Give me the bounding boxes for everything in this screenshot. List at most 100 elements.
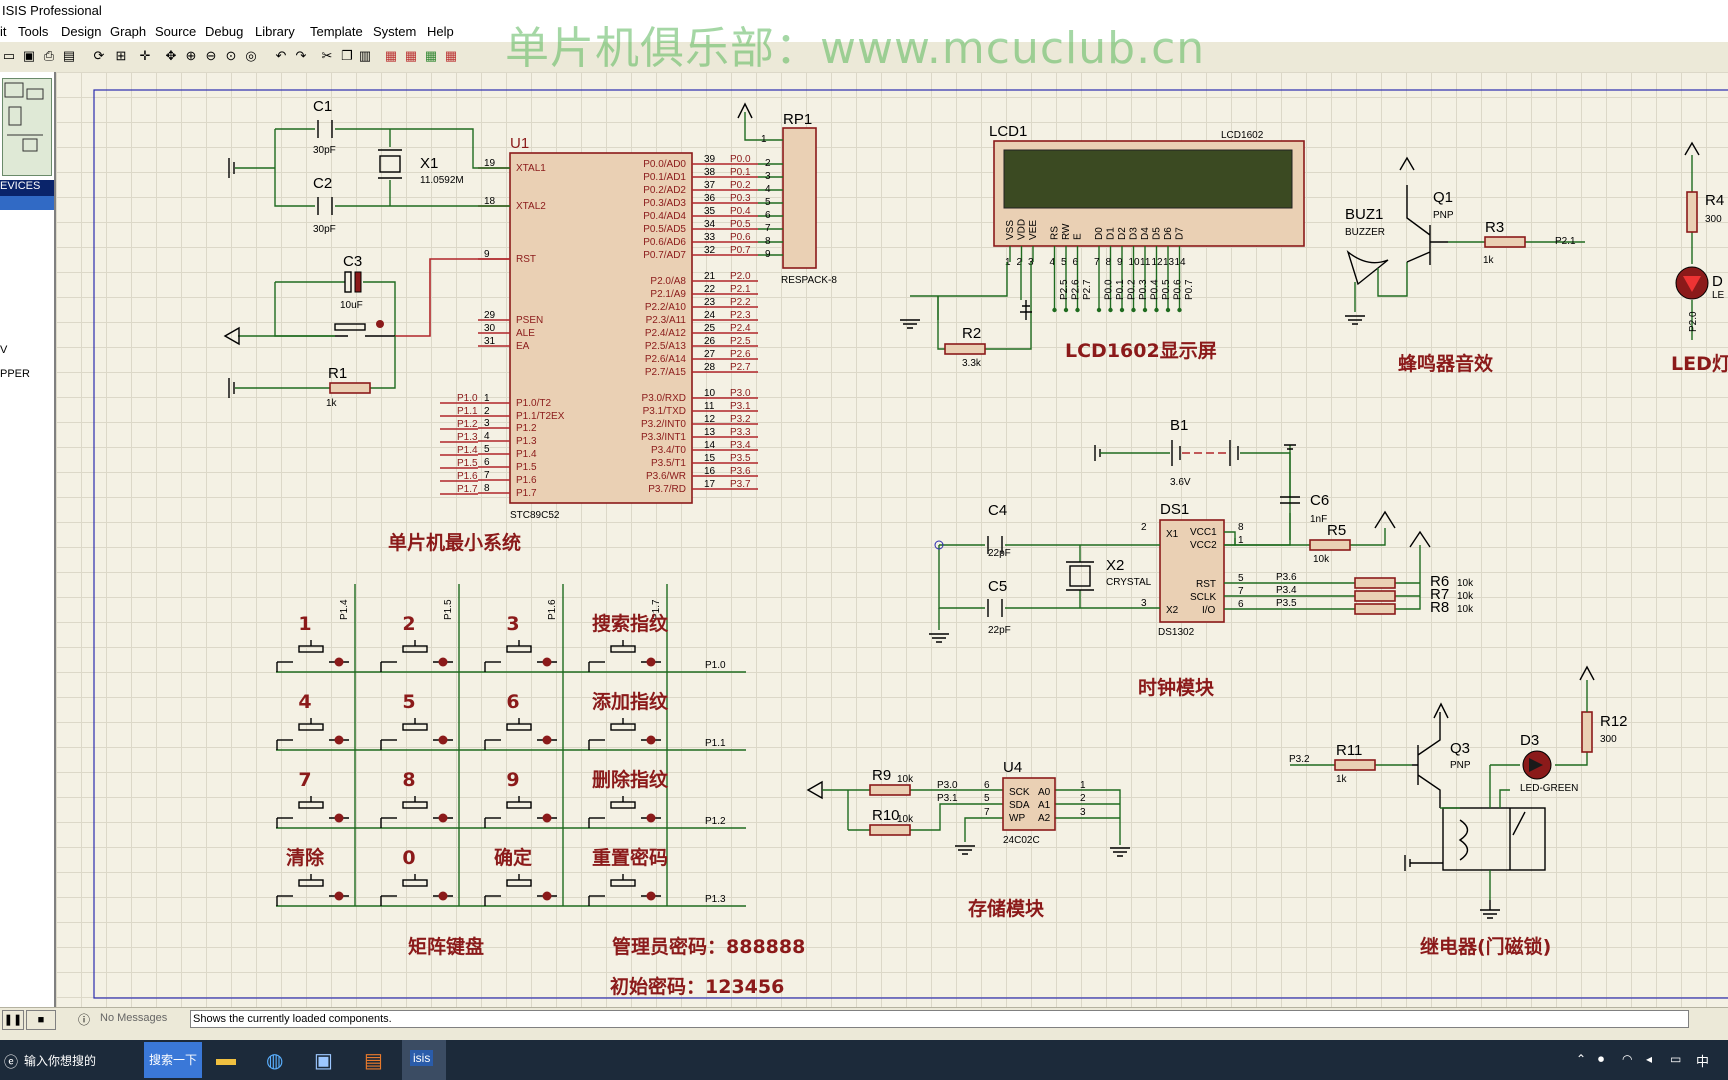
zoom-out-icon[interactable]: ⊖ <box>205 48 217 63</box>
q3-part: PNP <box>1450 760 1471 771</box>
keypad-key[interactable]: 添加指纹 <box>588 690 669 750</box>
port-label: P0.3 <box>730 193 751 204</box>
block-move-icon[interactable]: ▦ <box>404 48 418 63</box>
lcd-net-label: P0.4 <box>1150 279 1161 300</box>
keypad-key[interactable]: 5 <box>380 691 453 750</box>
block-rotate-icon[interactable]: ▦ <box>424 48 438 63</box>
keypad-key[interactable]: 0 <box>380 847 453 906</box>
zoom-in-icon[interactable]: ⊕ <box>185 48 197 63</box>
keypad-key[interactable]: 删除指纹 <box>588 768 669 828</box>
info-icon: ⓘ <box>78 1013 91 1027</box>
q1-part: PNP <box>1433 210 1454 221</box>
save-icon[interactable]: ▣ <box>22 48 36 63</box>
undo-icon[interactable]: ↶ <box>275 48 287 63</box>
block-copy-icon[interactable]: ▦ <box>384 48 398 63</box>
menu-tools[interactable]: Tools <box>18 24 49 39</box>
refresh-icon[interactable]: ⟳ <box>93 48 105 63</box>
led-circuit: R4 300 D LE P2.0 <box>1675 141 1725 340</box>
keypad-key[interactable]: 2 <box>380 613 453 672</box>
mcu-pin-number: 34 <box>704 219 716 230</box>
keypad-key[interactable]: 确定 <box>484 846 557 906</box>
lcd-pin-number: 1 <box>1005 257 1011 268</box>
keypad-key[interactable]: 搜索指纹 <box>588 612 669 672</box>
tray-mic-icon[interactable]: ⏺ <box>1598 1052 1605 1066</box>
cut-icon[interactable]: ✂ <box>321 48 333 63</box>
menu-debug[interactable]: Debug <box>205 24 244 39</box>
folder-icon[interactable]: ▬ <box>216 1048 236 1070</box>
port-label: P1.7 <box>457 484 478 495</box>
keypad-key[interactable]: 7 <box>276 769 349 828</box>
menu-design[interactable]: Design <box>61 24 102 39</box>
menu-graph[interactable]: Graph <box>110 24 147 39</box>
photo-app-icon[interactable]: ▣ <box>314 1050 333 1072</box>
overview-window[interactable] <box>2 78 52 176</box>
taskbar-search-button[interactable]: 搜索一下 <box>144 1042 202 1078</box>
mcu-body <box>509 152 693 504</box>
menu-template[interactable]: Template <box>310 24 363 39</box>
taskbar-search-input[interactable]: 输入你想搜的 <box>24 1054 97 1068</box>
lcd-net-dot <box>1142 307 1148 313</box>
u4-body <box>1002 777 1056 831</box>
messages-status[interactable]: No Messages <box>100 1012 168 1024</box>
keypad-key[interactable]: 8 <box>380 769 453 828</box>
block-delete-icon[interactable]: ▦ <box>444 48 458 63</box>
keypad-key[interactable]: 9 <box>484 769 557 828</box>
menu-library[interactable]: Library <box>255 24 295 39</box>
keypad-key[interactable]: 重置密码 <box>588 846 668 906</box>
keypad-key[interactable]: 6 <box>484 691 557 750</box>
mcu-pin-name: P2.2/A10 <box>645 302 687 313</box>
search-app-icon[interactable]: ◍ <box>266 1050 284 1072</box>
lcd-net-dot <box>1119 307 1125 313</box>
pan-icon[interactable]: ✥ <box>165 48 177 63</box>
media-app-icon[interactable]: ▤ <box>364 1050 383 1072</box>
print-icon[interactable]: ⎙ <box>43 48 55 63</box>
menu-help[interactable]: Help <box>427 24 454 39</box>
menu-edit[interactable]: it <box>0 24 7 39</box>
u4-pin: SCK <box>1009 787 1030 798</box>
keypad-key-label: 重置密码 <box>592 846 668 869</box>
zoom-area-icon[interactable]: ◎ <box>245 48 257 63</box>
keypad-key-label: 3 <box>506 613 519 635</box>
browser-icon[interactable]: ⓔ <box>4 1054 18 1070</box>
origin-icon[interactable]: ✛ <box>139 48 151 63</box>
keypad-row-net: P1.3 <box>705 894 726 905</box>
tray-network-icon[interactable]: ◠ <box>1622 1052 1633 1066</box>
menu-source[interactable]: Source <box>155 24 197 39</box>
tray-chevron-icon[interactable]: ⌃ <box>1576 1052 1587 1066</box>
rp1-pin-number: 4 <box>765 184 771 195</box>
zoom-all-icon[interactable]: ⊙ <box>225 48 237 63</box>
paste-icon[interactable]: ▥ <box>358 48 372 63</box>
keypad-key[interactable]: 3 <box>484 613 557 672</box>
keypad-key[interactable]: 1 <box>276 613 349 672</box>
ime-indicator[interactable]: 中 <box>1696 1054 1710 1069</box>
lcd-pin-number: 7 <box>1094 257 1100 268</box>
keypad-key[interactable]: 清除 <box>276 846 349 906</box>
port-label: P3.5 <box>730 453 751 464</box>
lcd-pin-number: 4 <box>1050 257 1056 268</box>
menu-system[interactable]: System <box>373 24 417 39</box>
lcd-pin-name: D4 <box>1140 227 1151 240</box>
area-icon[interactable]: ▤ <box>62 48 76 63</box>
tray-volume-icon[interactable]: ◂ <box>1646 1052 1653 1066</box>
devices-header[interactable]: EVICES <box>0 180 54 196</box>
tray-keyboard-icon[interactable]: ▭ <box>1670 1052 1682 1066</box>
copy-icon[interactable]: ❐ <box>341 48 353 63</box>
open-icon[interactable]: ▭ <box>2 48 16 63</box>
r6-net: P3.6 <box>1276 572 1297 583</box>
rp1-ref: RP1 <box>783 111 812 128</box>
device-selected-row[interactable] <box>0 196 54 210</box>
mcu-pin-name: P1.3 <box>516 436 537 447</box>
device-item[interactable]: V <box>0 344 8 356</box>
redo-icon[interactable]: ↷ <box>295 48 307 63</box>
grid-icon[interactable]: ⊞ <box>115 48 127 63</box>
lcd-net-label: P0.7 <box>1184 279 1195 300</box>
port-label: P1.4 <box>457 445 478 456</box>
lcd-pin-number: 10 <box>1129 257 1141 268</box>
keypad-key[interactable]: 4 <box>276 691 349 750</box>
pause-icon[interactable]: ❚❚ <box>2 1010 24 1030</box>
isis-app-icon: isis <box>410 1050 434 1066</box>
device-item[interactable]: PPER <box>0 368 30 380</box>
mcu-pin-number: 33 <box>704 232 716 243</box>
stop-icon[interactable]: ■ <box>26 1010 56 1030</box>
schematic-canvas[interactable]: .w{stroke:#1f6b1f;stroke-width:1.4;fill:… <box>56 72 1728 1007</box>
